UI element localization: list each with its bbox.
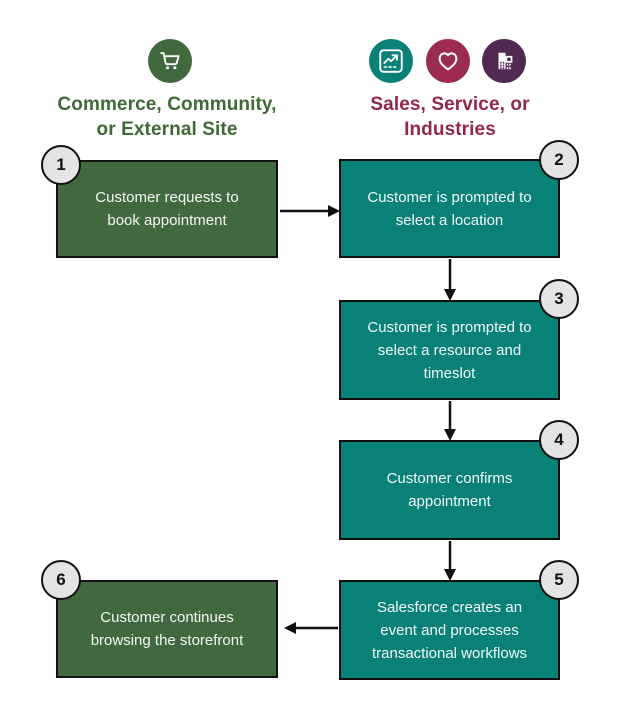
step-box-3: Customer is prompted to select a resourc… — [339, 300, 560, 400]
arrow-step1-to-step2 — [280, 205, 340, 217]
chart-icon — [369, 39, 413, 83]
step-box-1: Customer requests to book appointment — [56, 160, 278, 258]
arrow-step4-to-step5 — [444, 541, 456, 581]
title-right-line1: Sales, Service, or — [370, 94, 530, 115]
arrow-step2-to-step3 — [444, 259, 456, 301]
arrow-step3-to-step4 — [444, 401, 456, 441]
step-number-badge-4: 4 — [539, 420, 579, 460]
step-4-text: Customer confirms appointment — [386, 470, 513, 510]
step-1-text: Customer requests to book appointment — [95, 189, 239, 229]
cart-icon — [148, 39, 192, 83]
column-title-sales: Sales, Service, or Industries — [325, 92, 575, 142]
heart-icon — [426, 39, 470, 83]
step-box-5: Salesforce creates an event and processe… — [339, 580, 560, 680]
building-icon — [482, 39, 526, 83]
building-icon-glyph — [498, 52, 513, 70]
step-box-6: Customer continues browsing the storefro… — [56, 580, 278, 678]
step-5-text: Salesforce creates an event and processe… — [371, 598, 528, 662]
step-number-badge-6: 6 — [41, 560, 81, 600]
heart-icon-glyph — [438, 52, 458, 71]
step-2-text: Customer is prompted to select a locatio… — [367, 188, 532, 229]
step-number-badge-5: 5 — [539, 560, 579, 600]
title-left-line2: or External Site — [96, 119, 238, 140]
step-number-badge-1: 1 — [41, 145, 81, 185]
column-title-commerce: Commerce, Community, or External Site — [42, 92, 292, 142]
step-number-badge-2: 2 — [539, 140, 579, 180]
step-number-badge-3: 3 — [539, 279, 579, 319]
title-left-line1: Commerce, Community, — [57, 94, 277, 115]
step-box-2: Customer is prompted to select a locatio… — [339, 159, 560, 258]
step-3-text: Customer is prompted to select a resourc… — [367, 318, 532, 382]
cart-icon-glyph — [160, 52, 180, 70]
arrow-step5-to-step6 — [284, 622, 338, 634]
step-6-text: Customer continues browsing the storefro… — [90, 609, 244, 649]
title-right-line2: Industries — [404, 119, 496, 140]
chart-icon-glyph — [379, 49, 403, 73]
step-box-4: Customer confirms appointment — [339, 440, 560, 540]
